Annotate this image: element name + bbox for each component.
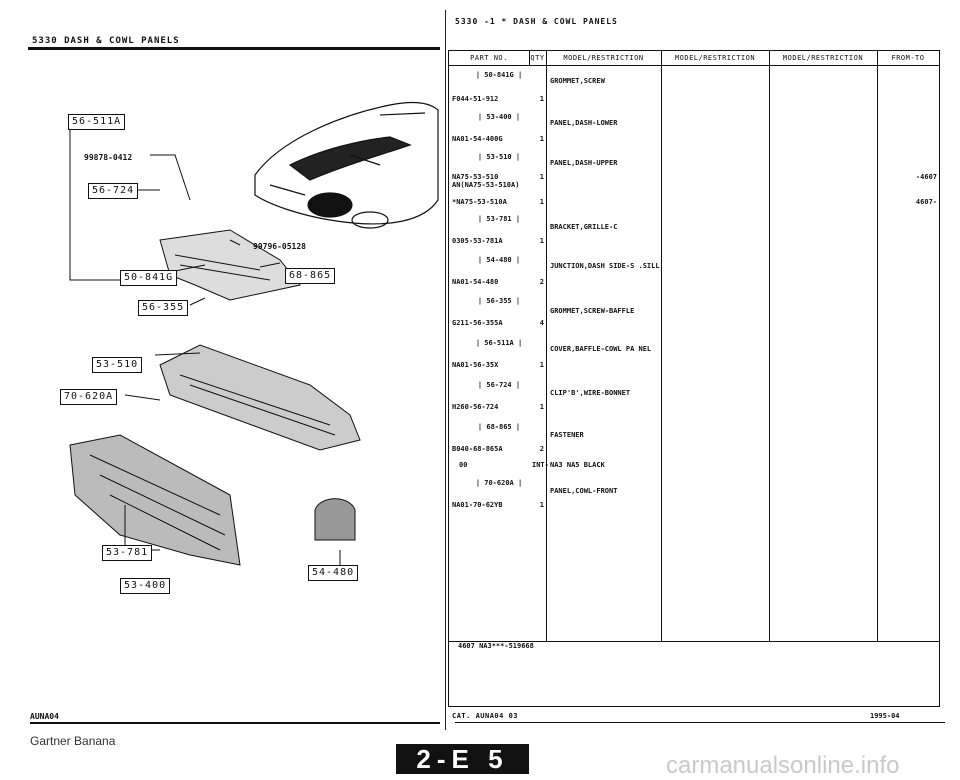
quantity: 1 — [539, 198, 544, 206]
callout-54-480: 54-480 — [308, 565, 359, 581]
quantity: 4 — [539, 319, 544, 327]
quantity: 1 — [539, 173, 544, 181]
callout-53-781: 53-781 — [102, 545, 153, 561]
part-label-99878: 99878-0412 — [84, 153, 133, 162]
quantity: 1 — [539, 361, 544, 369]
part-number: NA01-70-62YB — [452, 501, 503, 509]
description: PANEL,COWL-FRONT — [550, 487, 618, 495]
col-header-model-2: MODEL/RESTRICTION — [661, 51, 769, 66]
quantity: 1 — [539, 135, 544, 143]
col-header-qty: QTY — [529, 51, 546, 66]
col-header-from-to: FROM-TO — [877, 51, 939, 66]
col-header-part-no: PART NO. — [449, 51, 529, 66]
parts-diagram — [69, 101, 439, 566]
parts-table: PART NO. QTY MODEL/RESTRICTION MODEL/RES… — [448, 50, 940, 707]
part-number: NA01-54-480 — [452, 278, 499, 286]
description: NA3 NA5 BLACK — [550, 461, 605, 469]
callout-56-511a: 56-511A — [68, 114, 126, 130]
callout-50-841g: 50-841G — [120, 270, 178, 286]
quantity: 2 — [539, 445, 544, 453]
page-divider — [445, 10, 446, 730]
col-sep — [529, 51, 530, 65]
ref-box: | 53-781 | — [477, 215, 521, 223]
ref-box: | 56-511A | — [475, 339, 523, 347]
callout-70-620a: 70-620A — [60, 389, 118, 405]
description: GROMMET,SCREW-BAFFLE — [550, 307, 635, 315]
part-number: 00 — [459, 461, 468, 469]
part-number: NA75-53-510 — [452, 173, 499, 181]
credit-text: Gartner Banana — [30, 734, 116, 748]
callout-56-355: 56-355 — [138, 300, 189, 316]
cowl-panel — [159, 344, 361, 451]
section-title-left: 5330 DASH & COWL PANELS — [32, 36, 180, 46]
serial-note: 4607 NA3***-519668 — [458, 642, 534, 650]
description: CLIP'B',WIRE-BONNET — [550, 389, 631, 397]
quantity: 1 — [539, 403, 544, 411]
junction-bracket — [314, 498, 356, 541]
description: PANEL,DASH-UPPER — [550, 159, 618, 167]
part-number: H260-56-724 — [452, 403, 499, 411]
callout-68-865: 68-865 — [285, 268, 336, 284]
footer-rule-left — [30, 722, 440, 724]
watermark-site: carmanualsonline.info — [666, 752, 900, 779]
footer-rule-right — [455, 722, 945, 723]
quantity: 1 — [539, 95, 544, 103]
description: FASTENER — [550, 431, 584, 439]
catalog-ref: CAT. AUNA04 03 — [452, 712, 519, 720]
part-number: NA01-54-400G — [452, 135, 503, 143]
ref-box: | 70-620A | — [475, 479, 523, 487]
catalog-code: AUNA04 — [30, 712, 59, 721]
quantity: INT- — [532, 461, 549, 469]
quantity: 2 — [539, 278, 544, 286]
part-number: 0305-53-781A — [452, 237, 503, 245]
callout-56-724: 56-724 — [88, 183, 139, 199]
part-number: G211-56-355A — [452, 319, 503, 327]
description: PANEL,DASH-LOWER — [550, 119, 618, 127]
ref-box: | 50-841G | — [475, 71, 523, 79]
quantity: 1 — [539, 501, 544, 509]
ref-box: | 54-480 | — [477, 256, 521, 264]
col-header-model-1: MODEL/RESTRICTION — [546, 51, 661, 66]
from-to: 4607- — [915, 198, 937, 206]
ref-box: | 53-400 | — [477, 113, 521, 121]
description: JUNCTION,DASH SIDE-S .SILL — [550, 262, 660, 270]
car-illustration — [254, 101, 439, 229]
ref-box: | 53-510 | — [477, 153, 521, 161]
quantity: 1 — [539, 237, 544, 245]
ref-box: | 56-355 | — [477, 297, 521, 305]
callout-53-510: 53-510 — [92, 357, 143, 373]
part-number: B040-68-865A — [452, 445, 503, 453]
col-sep — [661, 51, 662, 641]
from-to: -4607 — [915, 173, 937, 181]
issue-date: 1995-04 — [870, 712, 900, 720]
part-number: F044-51-912 — [452, 95, 499, 103]
part-number: NA01-56-35X — [452, 361, 499, 369]
col-header-model-3: MODEL/RESTRICTION — [769, 51, 877, 66]
callout-53-400: 53-400 — [120, 578, 171, 594]
part-number: *NA75-53-510A — [452, 198, 507, 206]
description: COVER,BAFFLE-COWL PA NEL — [550, 345, 652, 353]
section-title-right: 5330 -1 * DASH & COWL PANELS — [455, 17, 618, 26]
ref-box: | 68-865 | — [477, 423, 521, 431]
part-label-99796: 99796-05128 — [253, 242, 306, 251]
page-number: 2-E 5 — [396, 744, 529, 774]
ref-box: | 56-724 | — [477, 381, 521, 389]
col-sep — [546, 51, 547, 641]
title-rule — [28, 47, 440, 50]
alternate-note: AN(NA75-53-510A) — [452, 181, 520, 189]
table-bottom-rule — [449, 641, 939, 642]
description: GROMMET,SCREW — [550, 77, 605, 85]
dash-panel-lower-assembly — [69, 434, 241, 566]
description: BRACKET,GRILLE-C — [550, 223, 618, 231]
col-sep — [877, 51, 878, 641]
col-sep — [769, 51, 770, 641]
